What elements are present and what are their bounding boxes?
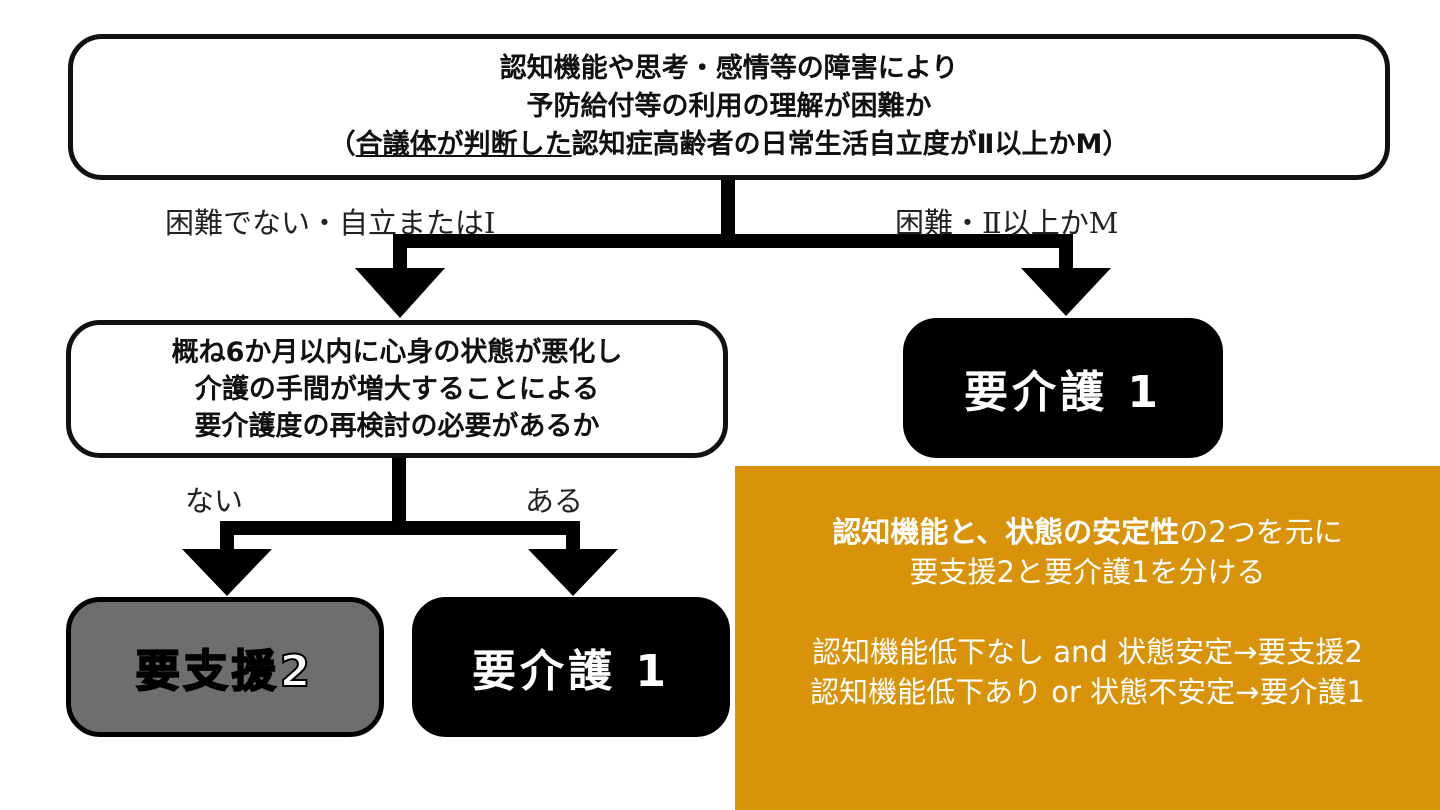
note-normal-text: の2つを元に (1179, 515, 1343, 549)
arrow-to-result-right (1021, 268, 1111, 316)
branch-label-no: ない (185, 484, 244, 518)
result-support-level-2: 要支援2 (66, 597, 384, 737)
connector-bar-mid (220, 521, 580, 535)
top-question-line1: 認知機能や思考・感情等の障害により (499, 53, 959, 84)
top-question-underlined: 合議体が判断した (355, 129, 572, 160)
condition-stability-question-box: 概ね6か月以内に心身の状態が悪化し 介護の手間が増大することによる 要介護度の再… (66, 320, 728, 458)
connector-left-down (393, 234, 407, 270)
connector-bar-top (393, 234, 1073, 248)
result-care-level-1-mid: 要介護 1 (412, 597, 730, 737)
result-care-level-1-right: 要介護 1 (903, 318, 1223, 458)
top-question-rest: 認知症高齢者の日常生活自立度がⅡ以上かM） (571, 129, 1130, 160)
arrow-to-result-left (182, 549, 272, 596)
note-spacer (735, 592, 1440, 632)
connector-stem-top (721, 180, 735, 240)
summary-note-box: 認知機能と、状態の安定性の2つを元に 要支援2と要介護1を分ける 認知機能低下な… (735, 466, 1440, 810)
mid-question-line2: 介護の手間が増大することによる (194, 373, 600, 405)
note-line1: 認知機能と、状態の安定性の2つを元に (735, 512, 1440, 552)
connector-mid-left-down (220, 521, 234, 551)
connector-right-down (1059, 234, 1073, 270)
connector-stem-mid (392, 458, 406, 528)
branch-label-not-difficult: 困難でない・自立またはⅠ (165, 206, 496, 240)
connector-mid-right-down (566, 521, 580, 551)
note-bold-text: 認知機能と、状態の安定性 (832, 515, 1180, 549)
arrow-to-mid-question (355, 268, 445, 318)
mid-question-line1: 概ね6か月以内に心身の状態が悪化し (171, 336, 623, 368)
branch-label-yes: ある (525, 484, 584, 518)
mid-question-line3: 要介護度の再検討の必要があるか (194, 410, 600, 442)
note-line4: 認知機能低下あり or 状態不安定→要介護1 (810, 675, 1365, 709)
note-line2: 要支援2と要介護1を分ける (909, 555, 1266, 589)
top-question-line3: （合議体が判断した認知症高齢者の日常生活自立度がⅡ以上かM） (329, 126, 1130, 164)
top-question-paren: （ (328, 129, 356, 160)
top-question-line2: 予防給付等の利用の理解が困難か (526, 91, 932, 122)
arrow-to-result-mid (528, 549, 618, 596)
note-line3: 認知機能低下なし and 状態安定→要支援2 (812, 635, 1363, 669)
branch-label-difficult: 困難・Ⅱ以上かM (895, 206, 1119, 240)
cognitive-function-question-box: 認知機能や思考・感情等の障害により 予防給付等の利用の理解が困難か （合議体が判… (68, 34, 1390, 180)
